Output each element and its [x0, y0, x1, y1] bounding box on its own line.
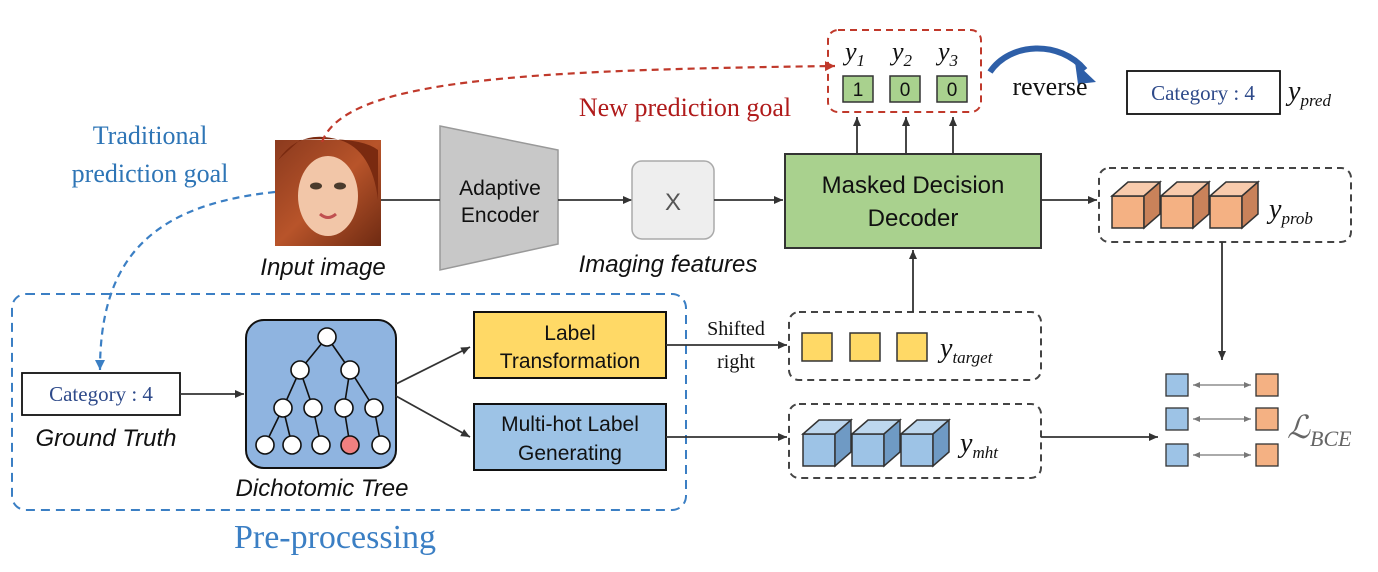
- category-pred-box: [1126, 70, 1281, 115]
- decoder-label-line1: Masked Decision: [822, 172, 1005, 199]
- y-target-region: [788, 311, 1042, 381]
- y-pred-symbol: ypred: [1285, 76, 1331, 110]
- output-region: [827, 29, 982, 113]
- label-transformation-line2: Transformation: [500, 350, 640, 373]
- shifted-label-line2: right: [717, 351, 755, 373]
- multihot-line1: Multi-hot Label: [501, 413, 639, 436]
- reverse-label: reverse: [1012, 72, 1087, 101]
- imaging-features-caption: Imaging features: [579, 251, 758, 278]
- y-prob-region: [1098, 167, 1352, 243]
- svg-text:y3: y3: [935, 37, 958, 70]
- l-bce-symbol: ℒBCE: [1287, 409, 1352, 451]
- y-mht-region: [788, 403, 1042, 479]
- preprocessing-label: Pre-processing: [234, 519, 436, 556]
- ground-truth-box-text: Category : 4: [49, 382, 153, 406]
- preprocessing-region: [11, 293, 687, 511]
- svg-text:0: 0: [900, 80, 911, 101]
- output-y2: y2 0: [889, 37, 921, 103]
- traditional-goal-line2: prediction goal: [72, 159, 229, 188]
- reverse-arrow: [987, 45, 1088, 74]
- multihot-line2: Generating: [518, 442, 622, 465]
- output-y3: y3 0: [935, 37, 968, 103]
- dichotomic-tree-caption: Dichotomic Tree: [236, 475, 409, 502]
- encoder-label-line1: Adaptive: [459, 177, 541, 200]
- ground-truth-caption: Ground Truth: [36, 425, 177, 452]
- y-prob-cubes: [1110, 180, 1260, 230]
- label-transformation-line1: Label: [544, 322, 595, 345]
- traditional-goal-line1: Traditional: [93, 121, 208, 150]
- label-transformation-box: [473, 311, 667, 379]
- adaptive-encoder: [439, 125, 559, 271]
- ground-truth-box: [21, 372, 181, 416]
- y-target-squares: [801, 332, 928, 362]
- svg-text:y1: y1: [842, 37, 865, 70]
- masked-decision-decoder: [784, 153, 1042, 249]
- new-goal-label: New prediction goal: [579, 93, 791, 122]
- tree-nodes: [255, 327, 391, 455]
- svg-text:0: 0: [947, 80, 958, 101]
- encoder-label-line2: Encoder: [461, 204, 539, 227]
- bce-comparison: [1165, 373, 1279, 467]
- x-symbol: X: [665, 189, 681, 216]
- dichotomic-tree: [245, 319, 397, 469]
- decoder-label-line2: Decoder: [868, 205, 959, 232]
- input-image-caption: Input image: [260, 254, 385, 281]
- shifted-label-line1: Shifted: [707, 318, 765, 340]
- new-goal-arrow: [320, 61, 836, 143]
- y-mht-cubes: [801, 418, 951, 468]
- output-y1: y1 1: [842, 37, 874, 103]
- y-prob-symbol: yprob: [1266, 194, 1313, 228]
- input-image: [275, 136, 381, 246]
- svg-text:1: 1: [853, 80, 864, 101]
- category-pred-text: Category : 4: [1151, 81, 1255, 105]
- svg-text:y2: y2: [889, 37, 913, 70]
- multihot-generating-box: [473, 403, 667, 471]
- traditional-goal-arrow: [95, 190, 276, 371]
- y-mht-symbol: ymht: [957, 428, 999, 462]
- y-target-symbol: ytarget: [937, 333, 994, 367]
